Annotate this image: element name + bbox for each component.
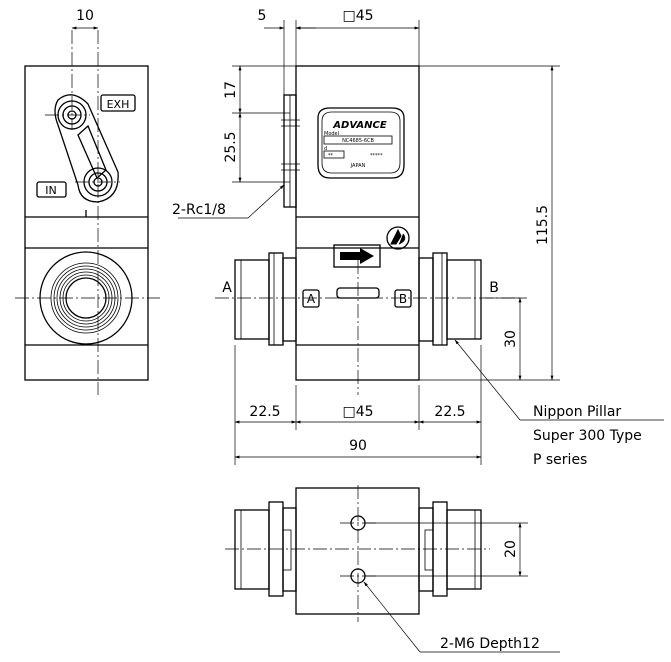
dim-22-5-right-label: 22.5 <box>434 404 465 420</box>
dim-22-5-left-label: 22.5 <box>249 404 280 420</box>
dim-30-label: 30 <box>503 330 519 348</box>
dim-5-label: 5 <box>258 8 267 24</box>
nameplate-country: JAPAN <box>350 163 366 169</box>
in-badge-text: IN <box>45 184 56 197</box>
front-view-body <box>295 65 420 381</box>
left-fitting <box>234 252 297 346</box>
dim-top-square-label: □45 <box>342 8 373 24</box>
exh-badge-text: EXH <box>107 98 130 111</box>
side-port-rings <box>39 251 133 345</box>
flow-arrow-icon <box>333 244 381 268</box>
nameplate-model-value: NC4685-6CB <box>342 138 374 144</box>
nameplate-serial-right: ***** <box>370 153 383 159</box>
front-dimensions: 5 □45 17 25.5 115.5 30 22.5 □45 22.5 90 <box>223 8 560 465</box>
right-fitting <box>418 252 482 346</box>
port-b-label: B <box>489 280 499 296</box>
dim-17-label: 17 <box>223 81 239 99</box>
lever-plate <box>54 94 119 203</box>
nameplate-model-caption: Model <box>324 131 339 137</box>
nameplate-brand: ADVANCE <box>332 120 387 131</box>
mount-hole-upper <box>350 515 366 531</box>
front-view: ADVANCE Model NC4685-6CB d ** ***** JAPA… <box>215 65 520 395</box>
in-badge <box>36 181 67 198</box>
nameplate-serial-caption: d <box>324 146 327 152</box>
mount-hole-lower <box>350 568 366 584</box>
dim-90-label: 90 <box>349 438 367 454</box>
bottom-view: 20 2-M6 Depth12 <box>225 485 560 653</box>
callouts: 2-Rc1/8 Nippon Pillar Super 300 Type P s… <box>172 184 664 468</box>
dim-bottom-square-label: □45 <box>342 404 373 420</box>
port-b-badge-text: B <box>399 292 407 306</box>
port-b-badge <box>394 289 412 308</box>
port-a-badge <box>302 289 320 308</box>
dim-20-label: 20 <box>503 540 519 558</box>
advance-logo-icon <box>386 226 410 250</box>
side-view: 10 EXH IN <box>15 8 160 395</box>
dim-10-label: 10 <box>76 8 94 24</box>
callout-mount-holes: 2-M6 Depth12 <box>440 636 540 652</box>
callout-port-thread: 2-Rc1/8 <box>172 202 226 218</box>
dim-25-5-label: 25.5 <box>223 131 239 162</box>
side-view-body <box>24 65 149 381</box>
nameplate-serial-value: ** <box>328 153 334 159</box>
port-a-badge-text: A <box>307 292 316 306</box>
callout-fitting-line1: Nippon Pillar <box>533 404 621 420</box>
bottom-view-body <box>295 487 420 615</box>
callout-fitting-line3: P series <box>533 452 587 468</box>
callout-fitting-line2: Super 300 Type <box>533 428 642 444</box>
port-a-label: A <box>222 280 232 296</box>
dim-115-5-label: 115.5 <box>535 205 551 245</box>
exh-badge <box>100 94 136 112</box>
nameplate: ADVANCE Model NC4685-6CB d ** ***** JAPA… <box>317 107 405 179</box>
